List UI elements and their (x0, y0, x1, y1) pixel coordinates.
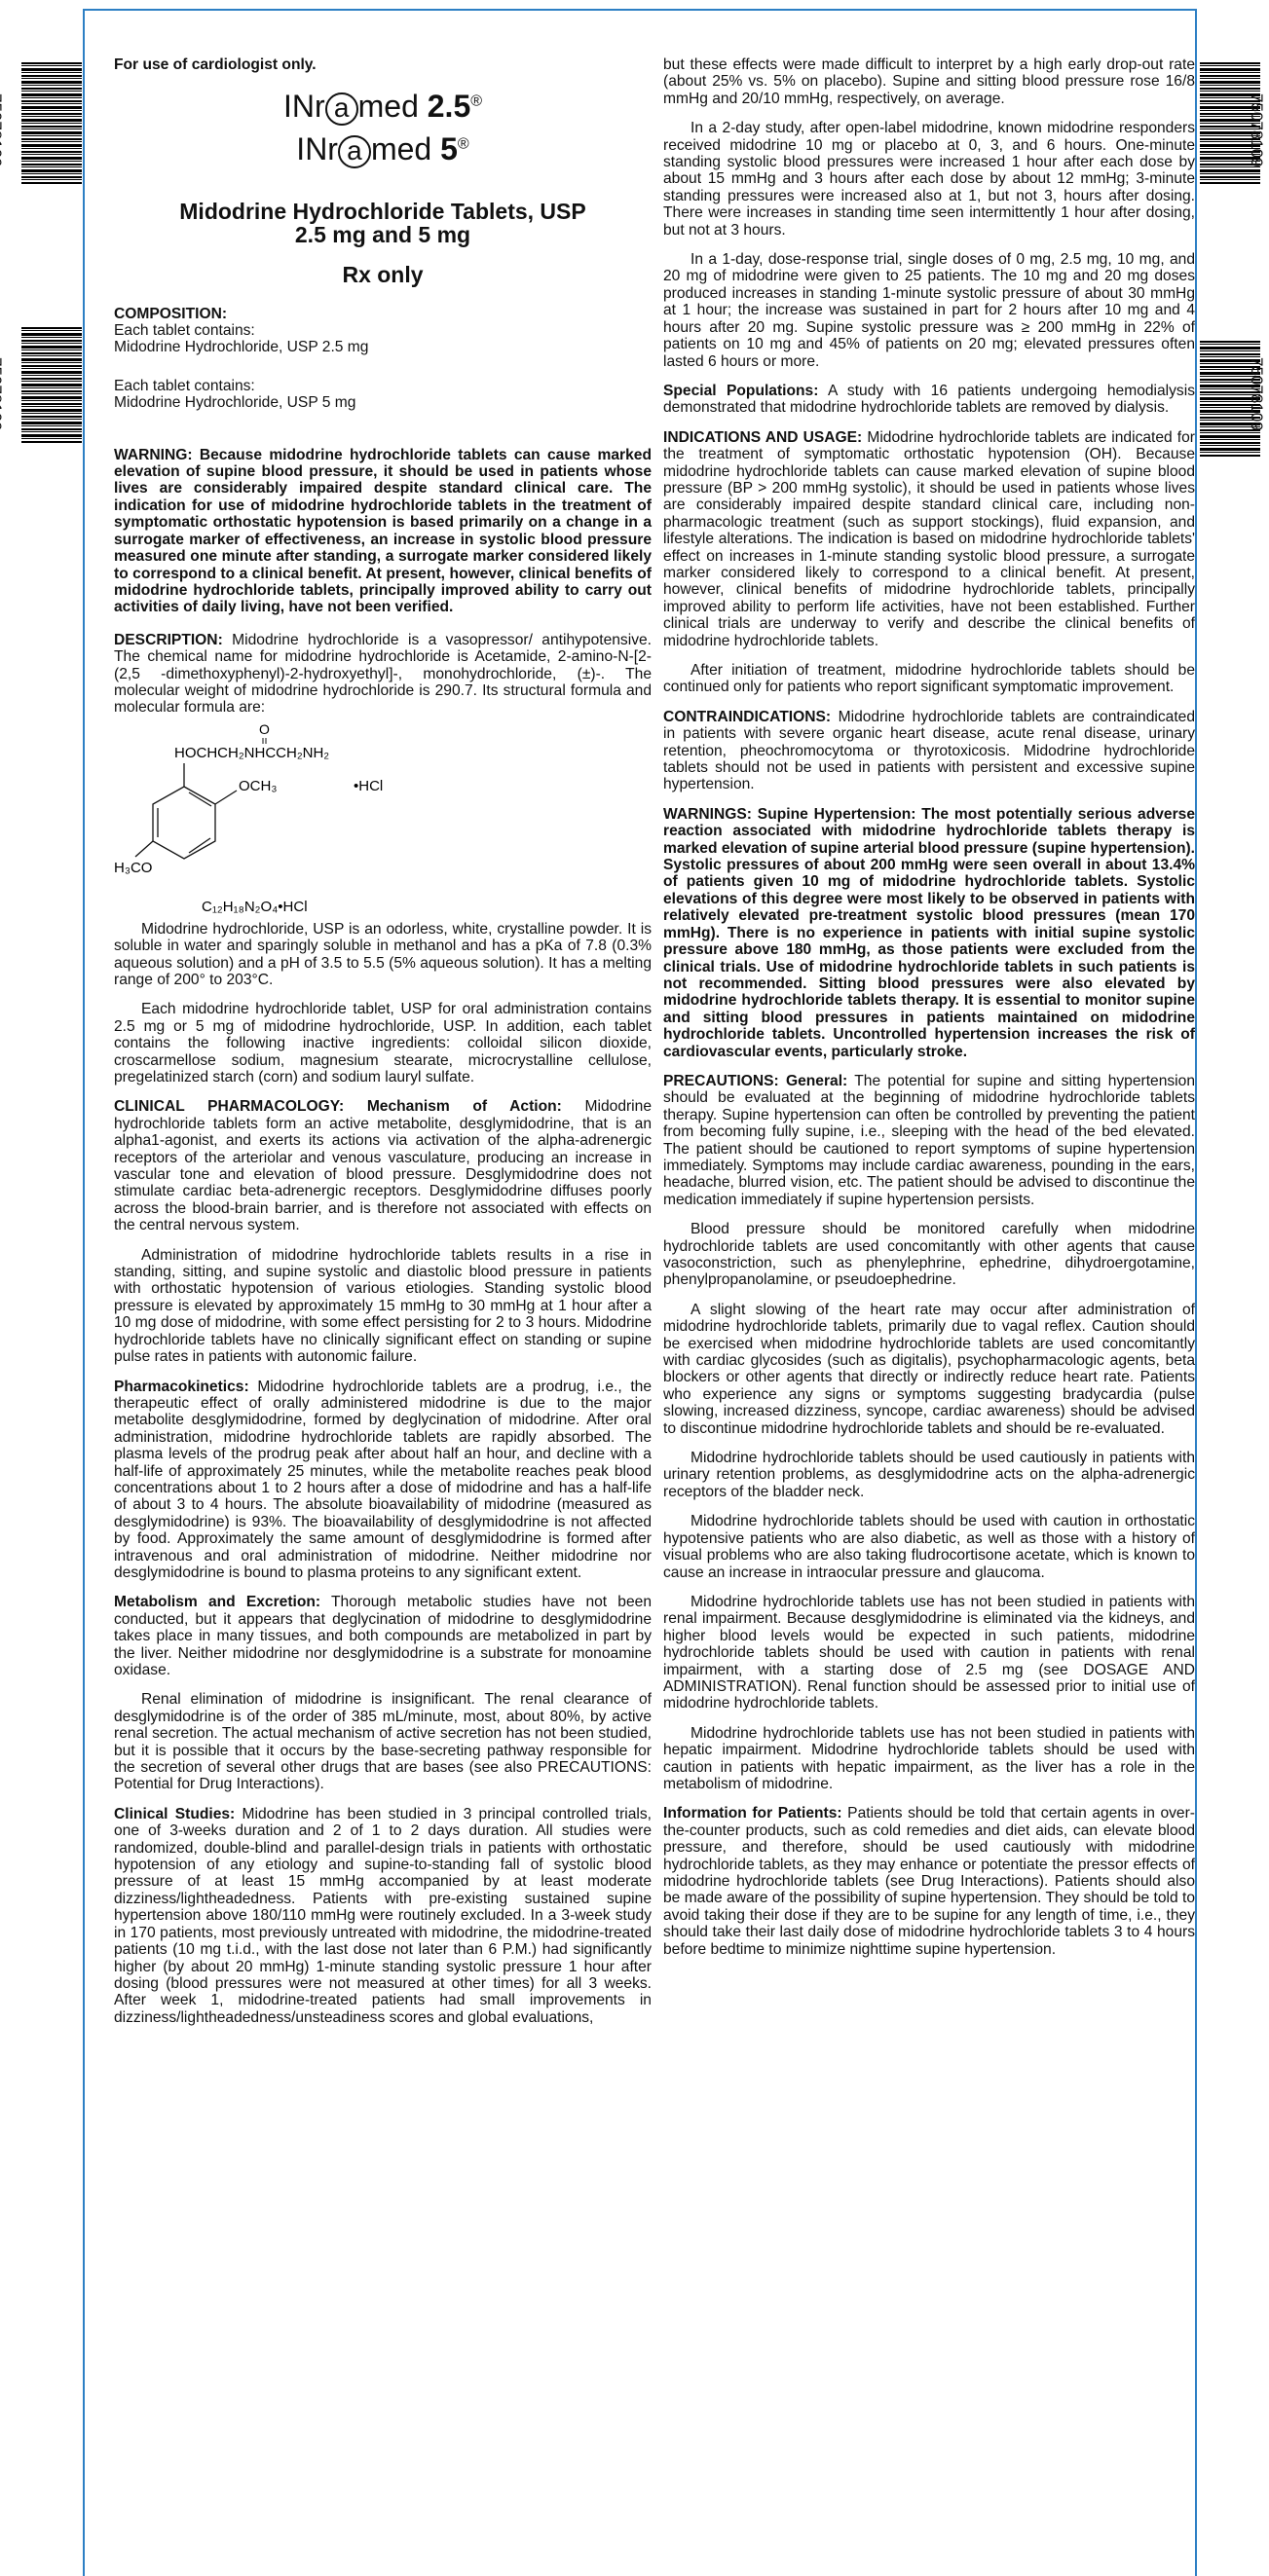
boxed-warning: WARNING: Because midodrine hydrochloride… (114, 446, 652, 616)
formula-och3: OCH₃ (239, 778, 277, 794)
formula-sidechain: HOCHCH₂NHCCH₂NH₂ (174, 745, 329, 761)
para-each-tablet: Each midodrine hydrochloride tablet, USP… (114, 1001, 652, 1086)
para-heart-rate: A slight slowing of the heart rate may o… (663, 1301, 1195, 1437)
right-column: but these effects were made difficult to… (663, 56, 1195, 1970)
barcode-label-left-bottom: 75078109 (0, 357, 5, 431)
contraindications: CONTRAINDICATIONS: Midodrine hydrochlori… (663, 708, 1195, 793)
clinical-pharmacology: CLINICAL PHARMACOLOGY: Mechanism of Acti… (114, 1098, 652, 1234)
barcode-right-top (1200, 62, 1260, 184)
para-2day: In a 2-day study, after open-label midod… (663, 120, 1195, 239)
information-for-patients: Information for Patients: Patients shoul… (663, 1805, 1195, 1958)
para-renal-impairment: Midodrine hydrochloride tablets use has … (663, 1593, 1195, 1712)
formula-o: O (259, 721, 270, 737)
barcode-left-bottom (21, 327, 82, 444)
para-blood-pressure: Blood pressure should be monitored caref… (663, 1221, 1195, 1289)
barcode-label-left-top: 75078109 (0, 93, 5, 167)
para-urinary: Midodrine hydrochloride tablets should b… (663, 1450, 1195, 1500)
structural-formula: O HOCHCH₂NHCCH₂NH₂ OCH₃ •HCl H₃CO C₁₂H₁₈… (114, 720, 652, 915)
indications-usage: INDICATIONS AND USAGE: Midodrine hydroch… (663, 428, 1196, 649)
composition-block-2: Each tablet contains: Midodrine Hydrochl… (114, 377, 356, 412)
barcode-right-bottom (1200, 341, 1260, 458)
formula-h3co: H₃CO (114, 860, 152, 876)
warnings-supine-hypertension: WARNINGS: Supine Hypertension: The most … (663, 805, 1195, 1060)
page-border (83, 9, 1197, 2576)
para-diabetic: Midodrine hydrochloride tablets should b… (663, 1513, 1195, 1581)
special-populations: Special Populations: A study with 16 pat… (663, 382, 1195, 417)
precautions-general: PRECAUTIONS: General: The potential for … (663, 1072, 1195, 1208)
para-continued: but these effects were made difficult to… (663, 56, 1195, 107)
molecular-formula: C₁₂H₁₈N₂O₄•HCl (202, 899, 308, 915)
para-administration: Administration of midodrine hydrochlorid… (114, 1246, 652, 1366)
rx-only: Rx only (342, 262, 424, 288)
product-title: Midodrine Hydrochloride Tablets, USP (179, 199, 586, 225)
top-note: For use of cardiologist only. (114, 56, 317, 73)
description: DESCRIPTION: Midodrine hydrochloride is … (114, 631, 652, 717)
formula-hcl: •HCl (354, 778, 383, 794)
metabolism-excretion: Metabolism and Excretion: Thorough metab… (114, 1594, 652, 1678)
para-hepatic: Midodrine hydrochloride tablets use has … (663, 1724, 1195, 1792)
barcode-left-top (21, 62, 82, 184)
barcode-label-right-top: 75078109 (1248, 93, 1266, 167)
para-after-initiation: After initiation of treatment, midodrine… (663, 662, 1195, 696)
barcode-label-right-bottom: 75078109 (1248, 357, 1266, 431)
clinical-studies: Clinical Studies: Midodrine has been stu… (114, 1805, 652, 2026)
para-renal: Renal elimination of midodrine is insign… (114, 1691, 652, 1793)
para-1day: In a 1-day, dose-response trial, single … (663, 251, 1195, 370)
composition-block: COMPOSITION: Each tablet contains: Midod… (114, 305, 369, 356)
pharmacokinetics: Pharmacokinetics: Midodrine hydrochlorid… (114, 1378, 652, 1581)
product-strength: 2.5 mg and 5 mg (294, 221, 471, 247)
para-odorless: Midodrine hydrochloride, USP is an odorl… (114, 920, 652, 988)
